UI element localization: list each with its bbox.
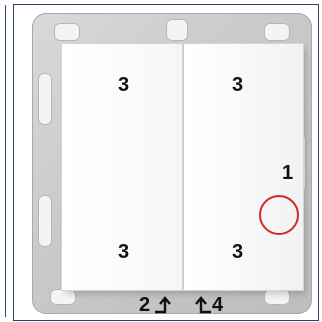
- previous-panel-edge: [0, 5, 6, 317]
- arrow-up-right-icon: [153, 296, 173, 314]
- arrow-up-left-icon: [193, 296, 213, 314]
- led-marker-circle-icon: [259, 195, 299, 235]
- frame-cutout-left-lower: [38, 195, 52, 247]
- frame-cutout-bottom-right: [264, 289, 290, 305]
- label-callout-left: 2: [139, 295, 150, 315]
- label-bottom-right: 3: [232, 242, 243, 262]
- rocker-switch: [62, 44, 303, 290]
- label-top-right: 3: [232, 75, 243, 95]
- label-led: 1: [282, 163, 293, 183]
- label-callout-right: 4: [212, 295, 223, 315]
- frame-cutout-top-left: [54, 23, 80, 41]
- frame-cutout-top-center: [166, 19, 188, 41]
- frame-cutout-top-right: [264, 23, 290, 41]
- label-top-left: 3: [118, 75, 129, 95]
- frame-cutout-left-upper: [38, 73, 52, 125]
- frame-cutout-bottom-left: [50, 289, 76, 305]
- label-bottom-left: 3: [118, 242, 129, 262]
